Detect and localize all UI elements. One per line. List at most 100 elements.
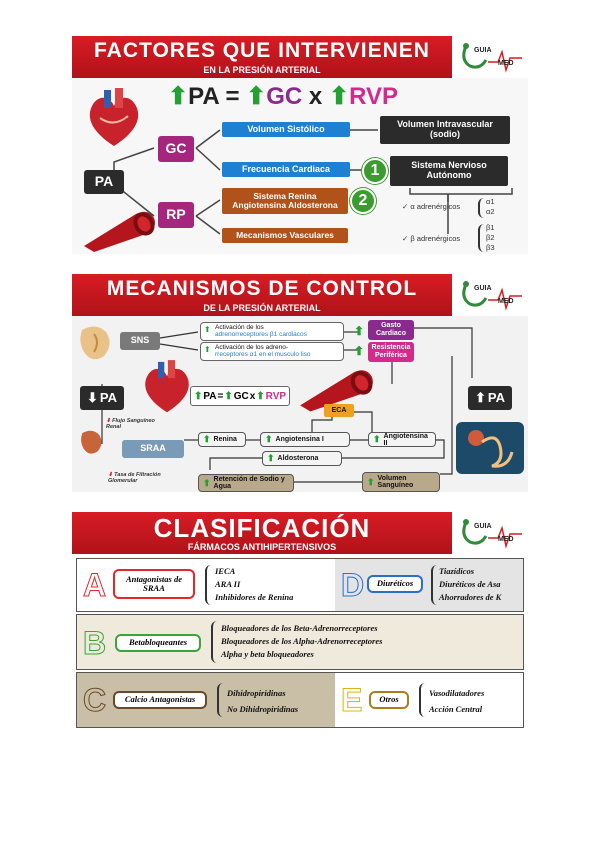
nephron-icon — [468, 430, 514, 468]
beta-item: β2 — [486, 233, 495, 242]
sistema-renina-box: Sistema Renina Angiotensina Aldosterona — [222, 188, 348, 214]
connector-lines — [113, 129, 513, 235]
formula-rvp-text: RVP — [265, 390, 287, 402]
blood-vessel-illustration — [300, 370, 373, 412]
heart-illustration — [145, 360, 189, 413]
heart-illustration — [89, 88, 139, 146]
alpha-item: α2 — [486, 207, 495, 216]
beta-label-text: β adrenérgicos — [410, 234, 461, 243]
group-row-c-e: C Calcio Antagonistas Dihidropiridinas N… — [76, 672, 524, 728]
up-arrow-icon: ⬆ — [203, 434, 211, 444]
brace — [431, 565, 437, 605]
alpha-items: α1 α2 — [486, 197, 495, 217]
formula-gc-text: GC — [266, 83, 303, 110]
formula-eq: = — [225, 83, 240, 110]
up-arrow-icon: ⬆ — [246, 83, 267, 110]
down-arrow-icon: ⬇ — [106, 418, 111, 424]
badge-1: 1 — [362, 158, 388, 184]
banner-mecanismos: MECANISMOS DE CONTROL DE LA PRESIÓN ARTE… — [72, 274, 528, 316]
guiamed-logo: GUIA MED — [452, 274, 528, 316]
panel-title: CLASIFICACIÓN — [153, 513, 371, 543]
angio1-text: Angiotensina I — [275, 436, 324, 443]
logo-text-guia: GUIA — [474, 523, 492, 530]
group-letter: B — [82, 625, 107, 662]
act1-line1: Activación de los — [215, 324, 264, 331]
beta-adrenergicos-label: ✓ β adrenérgicos — [402, 234, 461, 243]
group-items: Vasodilatadores Acción Central — [429, 685, 484, 717]
up-arrow-icon: ⬆ — [328, 83, 350, 110]
group-item: Inhibidores de Renina — [215, 592, 294, 602]
group-a: A Antagonistas de SRAA IECA ARA II Inhib… — [77, 559, 335, 611]
angiotensina1-box: ⬆Angiotensina I — [260, 432, 350, 447]
panel-subtitle: FÁRMACOS ANTIHIPERTENSIVOS — [187, 542, 337, 552]
act2-line2: rreceptores α1 en el musculo liso — [215, 351, 311, 359]
group-item: ARA II — [215, 579, 241, 589]
up-arrow-icon: ⬆ — [267, 453, 275, 463]
group-row-a-d: A Antagonistas de SRAA IECA ARA II Inhib… — [76, 558, 524, 612]
sistema-nervioso-box: Sistema Nervioso Autónomo — [390, 156, 508, 186]
group-name: Calcio Antagonistas — [113, 691, 207, 709]
act2-line1: Activación de los adreno- — [215, 344, 288, 351]
formula-x: x — [249, 390, 256, 402]
gc-box: GC — [158, 136, 194, 162]
logo-text-med: MED — [498, 536, 514, 543]
up-arrow-icon: ⬆ — [256, 390, 265, 402]
panel-mecanismos: MECANISMOS DE CONTROL DE LA PRESIÓN ARTE… — [72, 274, 528, 492]
panel-subtitle: EN LA PRESIÓN ARTERIAL — [203, 65, 321, 75]
formula-gc-text: GC — [233, 390, 249, 402]
group-items: Bloqueadores de los Beta-Adrenorreceptor… — [221, 622, 382, 661]
formula-x: x — [308, 83, 323, 110]
alpha-brace — [478, 198, 484, 218]
eca-box: ECA — [324, 404, 354, 417]
act1-line2: adrenorreceptores β1 cardiacos — [215, 331, 307, 339]
logo-text-med: MED — [498, 298, 514, 305]
volumen-text: Volumen Sanguíneo — [377, 474, 414, 489]
group-name: Antagonistas de SRAA — [113, 569, 195, 599]
group-item: Diuréticos de Asa — [439, 579, 501, 589]
stethoscope-icon — [462, 519, 522, 549]
retencion-text: Retención de Sodio y Agua — [213, 475, 285, 490]
up-arrow-icon: ⬆ — [193, 390, 203, 402]
renina-text: Renina — [213, 436, 237, 443]
up-arrow-icon: ⬆ — [204, 345, 211, 354]
nephron-illustration — [456, 422, 524, 474]
formula-box: ⬆PA = ⬆GC x ⬆RVP — [190, 386, 290, 406]
group-item: Vasodilatadores — [429, 688, 485, 698]
mecanismos-vasculares-box: Mecanismos Vasculares — [222, 228, 348, 243]
beta-item: β1 — [486, 223, 495, 232]
group-letter: A — [82, 567, 107, 604]
brace — [419, 683, 425, 717]
group-item: Bloqueadores de los Alpha-Adrenorrecepto… — [221, 636, 383, 646]
group-letter: D — [340, 567, 365, 604]
brace — [217, 683, 223, 717]
pa-up-box: ⬆PA — [468, 386, 512, 410]
connector-lines — [101, 327, 473, 483]
pa-down-text: PA — [99, 389, 117, 405]
up-arrow-icon: ⬆ — [367, 476, 375, 487]
gasto-cardiaco-box: Gasto Cardiaco — [368, 320, 414, 340]
group-item: Bloqueadores de los Beta-Adrenorreceptor… — [221, 623, 378, 633]
flujo-text: Flujo Sanguíneo Renal — [106, 418, 155, 431]
logo-text-med: MED — [498, 60, 514, 67]
beta-item: β3 — [486, 243, 495, 252]
kidney-illustration — [81, 430, 102, 454]
stethoscope-icon — [462, 43, 522, 73]
up-arrow-icon: ⬆ — [354, 344, 365, 358]
pa-down-box: ⬇PA — [80, 386, 124, 410]
group-d: D Diuréticos Tiazídicos Diuréticos de As… — [335, 559, 523, 611]
panel-title: MECANISMOS DE CONTROL — [106, 277, 418, 300]
activacion-alpha1-box: ⬆ Activación de los adreno- rreceptores … — [200, 342, 344, 361]
group-item: Acción Central — [429, 704, 483, 714]
panel-subtitle: DE LA PRESIÓN ARTERIAL — [203, 303, 321, 313]
renina-box: ⬆Renina — [198, 432, 246, 447]
group-item: No Dihidropiridinas — [227, 704, 299, 714]
kidney-illustration — [80, 326, 110, 360]
up-arrow-icon: ⬆ — [203, 477, 211, 488]
guiamed-logo: GUIA MED — [452, 36, 528, 78]
group-name: Betabloqueantes — [115, 634, 201, 652]
up-arrow-icon: ⬆ — [373, 434, 381, 444]
blood-vessel-illustration — [84, 211, 155, 252]
group-item: IECA — [215, 566, 236, 576]
flujo-renal-label: ⬇ Flujo Sanguíneo Renal — [106, 418, 162, 431]
group-items: Tiazídicos Diuréticos de Asa Ahorradores… — [439, 565, 501, 604]
